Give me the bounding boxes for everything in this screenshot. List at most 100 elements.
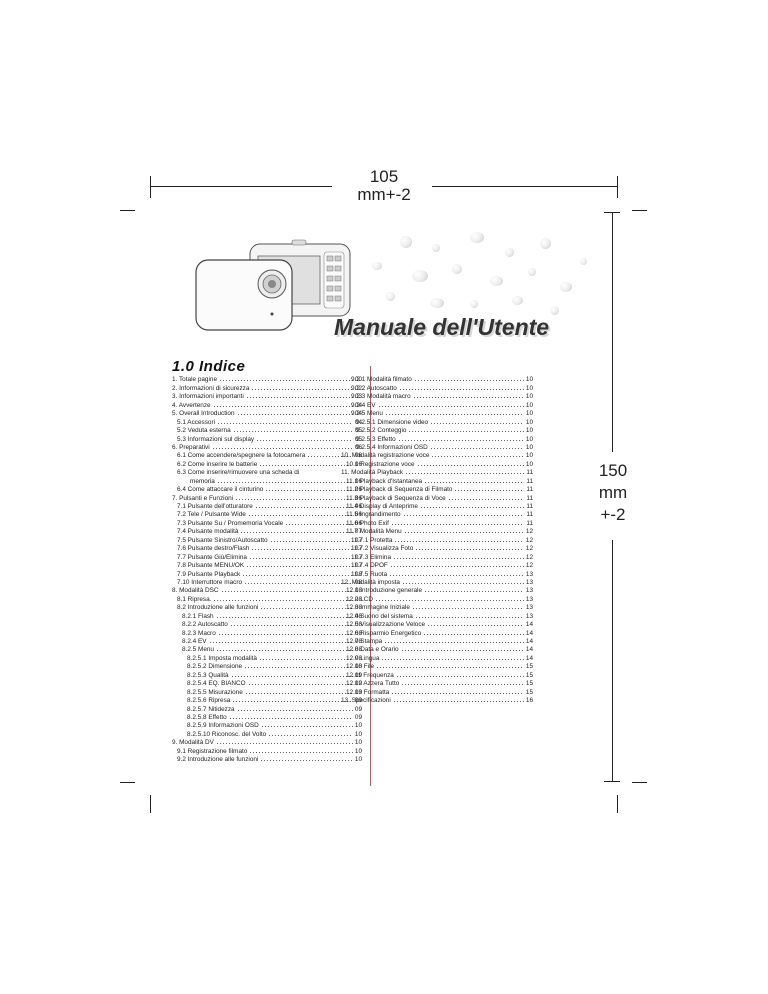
toc-entry-leader	[392, 698, 524, 705]
toc-entry-title: 8.2.3 Macro	[182, 629, 216, 637]
toc-entry-page: 12	[525, 562, 533, 570]
toc-entry-title: 8.2.2 Autoscatto	[182, 621, 228, 629]
toc-entry-leader	[427, 622, 524, 629]
toc-entry-title: 8.2.5.7 Nitidezza	[187, 705, 235, 713]
toc-entry-title: 1. Totale pagine	[172, 376, 218, 384]
toc-entry[interactable]: 6.3 Come inserire/rimuovere una scheda d…	[172, 469, 362, 477]
toc-entry-page: 10	[354, 747, 362, 755]
toc-entry[interactable]: 6.1 Come accendere/spegnere la fotocamer…	[172, 452, 362, 460]
toc-entry-title: 5. Overall Introduction	[172, 410, 235, 418]
toc-entry-page: 10	[354, 739, 362, 747]
toc-entry-page: 08	[354, 570, 362, 578]
toc-entry-leader	[217, 630, 353, 637]
toc-entry-title: 8.2.5.9 Informazioni OSD	[187, 722, 259, 730]
toc-entry[interactable]: 8.1 Ripresa.08	[172, 595, 362, 603]
toc-entry-leader	[401, 579, 524, 586]
toc-entry-page: 07	[354, 536, 362, 544]
